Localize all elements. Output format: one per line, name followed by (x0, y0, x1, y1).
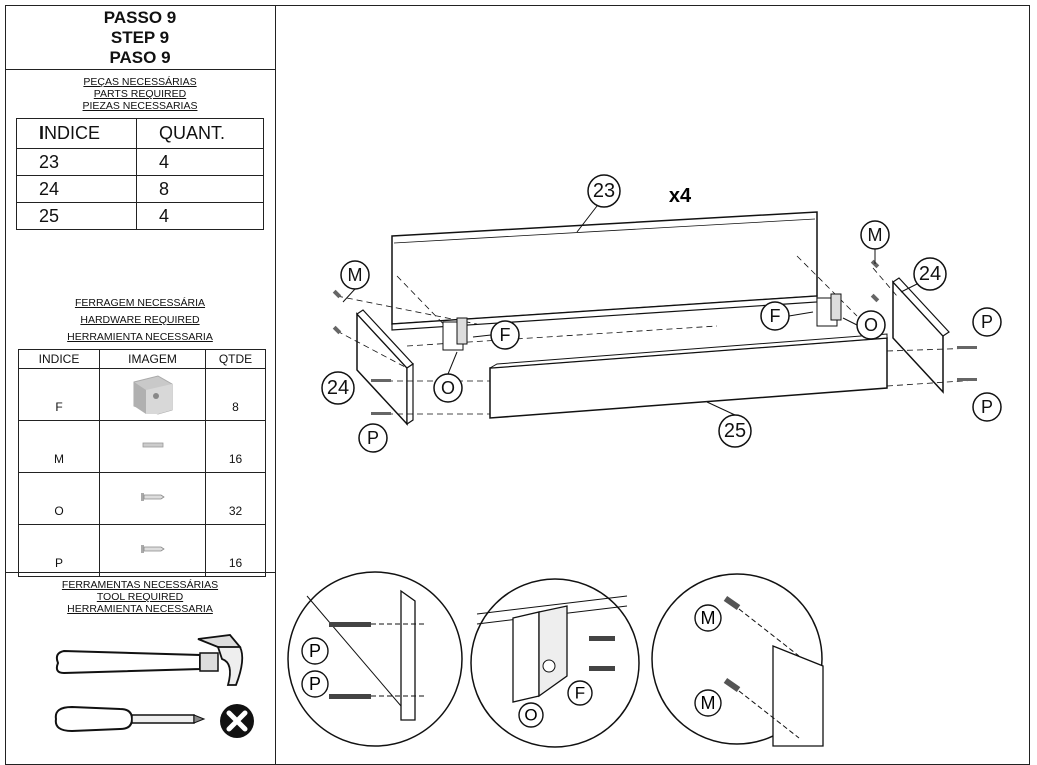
callout-o-left: O (441, 378, 455, 398)
assembly-diagram: 23 M M 24 F F O 24 O P P P 25 x4 P P (287, 174, 1002, 748)
callout-p-right-bottom: P (981, 397, 993, 417)
callout-m-right: M (868, 225, 883, 245)
table-row: 24 8 (16, 175, 265, 203)
table-row: O 32 (18, 472, 266, 525)
hardware-table: INDICE IMAGEM QTDE F 8 M (18, 349, 266, 577)
table-row: F 8 (18, 368, 266, 421)
callout-o-right: O (864, 315, 878, 335)
callout-24-left: 24 (327, 377, 349, 399)
parts-table-header: INDICE QUANT. (16, 118, 265, 149)
callout-p-right-top: P (981, 312, 993, 332)
callout-24-right: 24 (919, 263, 941, 285)
screw-icon (140, 545, 165, 553)
hardware-marks (332, 259, 977, 415)
bracket-left (442, 317, 468, 351)
hardware-table-header: INDICE IMAGEM QTDE (18, 349, 266, 369)
tools-heading: FERRAMENTAS NECESSÁRIAS TOOL REQUIRED HE… (61, 579, 219, 615)
screw-icon (140, 493, 165, 501)
detail-f: F (575, 684, 585, 703)
step-title-es: PASO 9 (109, 48, 171, 67)
parts-heading: PEÇAS NECESSÁRIAS PARTS REQUIRED PIEZAS … (82, 76, 198, 112)
detail-o: O (524, 706, 537, 725)
callout-p-left: P (367, 428, 379, 448)
detail-m-top: M (701, 608, 716, 628)
callout-p-left-circle (358, 423, 388, 453)
hardware-heading: FERRAGEM NECESSÁRIA HARDWARE REQUIRED HE… (67, 297, 213, 343)
quantity-multiplier: x4 (669, 185, 692, 207)
detail-p-top: P (309, 641, 321, 661)
table-row: 23 4 (16, 148, 265, 176)
callout-p-right-bottom-circle (972, 392, 1002, 422)
hammer-icon (55, 634, 244, 686)
step-title: PASSO 9 STEP 9 PASO 9 (5, 5, 275, 70)
part-23-panel (391, 211, 818, 331)
callout-f-right: F (770, 306, 781, 326)
callout-p-right-top-circle (972, 307, 1002, 337)
part-24-right-panel (892, 277, 950, 394)
bracket-right (816, 293, 842, 327)
divider (5, 572, 275, 573)
detail-bracket: F O (470, 578, 640, 748)
parts-table: INDICE QUANT. 23 4 24 8 25 4 (16, 118, 265, 230)
callout-m-left: M (348, 265, 363, 285)
step-title-pt: PASSO 9 (103, 8, 177, 27)
callout-f-left: F (500, 325, 511, 345)
table-row: M 16 (18, 420, 266, 473)
step-title-en: STEP 9 (110, 28, 170, 47)
callout-24-left-circle (321, 371, 355, 405)
detail-screws: P P (287, 571, 463, 747)
detail-p-bottom: P (309, 674, 321, 694)
not-allowed-icon (220, 704, 254, 738)
table-row: 25 4 (16, 202, 265, 230)
bracket-icon (133, 375, 172, 415)
callout-24-right-circle (913, 257, 947, 291)
callout-23: 23 (593, 180, 615, 202)
table-row: P 16 (18, 524, 266, 577)
screwdriver-icon (54, 705, 206, 733)
dowel-icon (142, 442, 163, 448)
part-25-panel (489, 333, 888, 419)
part-24-left-panel (356, 309, 414, 426)
sidebar: PASSO 9 STEP 9 PASO 9 PEÇAS NECESSÁRIAS … (5, 5, 276, 765)
callout-23-circle (587, 174, 621, 208)
callout-25: 25 (724, 420, 746, 442)
detail-dowels: M M (651, 573, 824, 747)
detail-m-bottom: M (701, 693, 716, 713)
